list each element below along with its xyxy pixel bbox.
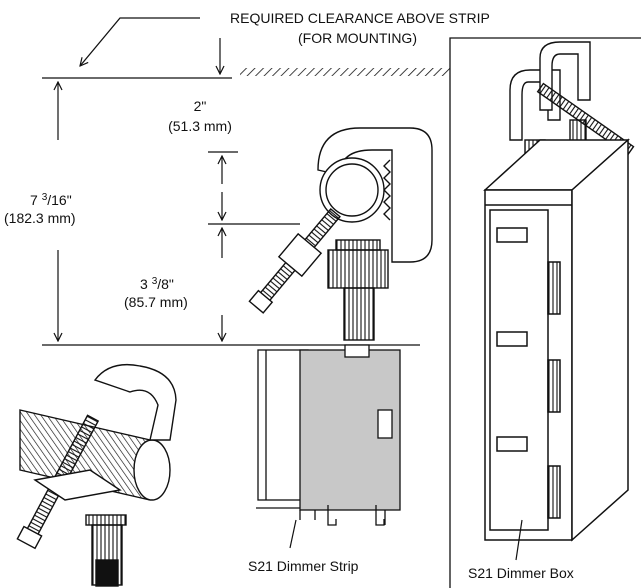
small-dimension-line (208, 151, 300, 225)
clearance-label-line2: (FOR MOUNTING) (298, 30, 417, 46)
perspective-clamp (16, 363, 177, 587)
mid-dimension-mm: (85.7 mm) (124, 294, 188, 310)
total-dimension-denominator: /16" (47, 192, 72, 208)
mid-dimension-numerator: 3 (151, 276, 158, 287)
box-body (483, 138, 630, 542)
total-dimension-whole: 7 (30, 192, 38, 208)
total-dimension-numerator: 3 (41, 192, 48, 203)
total-dimension-inches: 7 3/16" (30, 190, 72, 208)
total-dimension-mm: (182.3 mm) (4, 210, 76, 226)
mid-dimension-inches: 3 3/8" (140, 274, 174, 292)
small-dimension-inches: 2" (193, 98, 207, 114)
small-dimension-mm: (51.3 mm) (168, 118, 232, 134)
box-panel-frame (449, 37, 641, 588)
mid-dimension-whole: 3 (140, 276, 148, 292)
strip-caption: S21 Dimmer Strip (248, 558, 359, 574)
clearance-label-line1: REQUIRED CLEARANCE ABOVE STRIP (230, 10, 490, 26)
center-clamp (248, 127, 433, 341)
strip-body (256, 344, 401, 526)
mid-dimension-denominator: /8" (157, 276, 174, 292)
box-caption-pointer (515, 519, 523, 561)
clearance-pointer (80, 17, 200, 66)
box-caption: S21 Dimmer Box (468, 565, 574, 581)
ceiling-hatch (240, 68, 450, 76)
strip-caption-pointer (289, 519, 297, 549)
